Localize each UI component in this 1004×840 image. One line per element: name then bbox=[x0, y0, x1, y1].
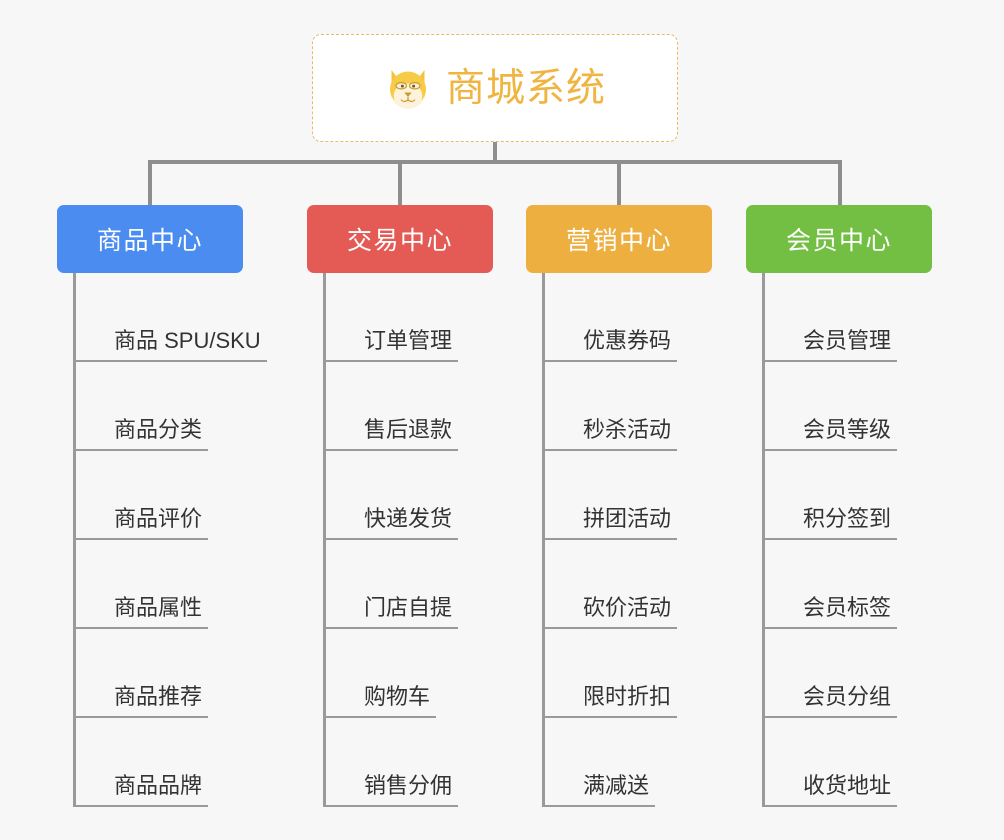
leaf-label: 会员管理 bbox=[765, 328, 898, 362]
leaf-item[interactable]: 秒杀活动 bbox=[545, 362, 678, 451]
leaf-item[interactable]: 会员管理 bbox=[765, 273, 898, 362]
category-header-2[interactable]: 营销中心 bbox=[526, 205, 712, 273]
leaf-item[interactable]: 会员分组 bbox=[765, 629, 898, 718]
leaf-label: 秒杀活动 bbox=[545, 417, 678, 451]
leaf-item[interactable]: 门店自提 bbox=[326, 540, 459, 629]
leaf-item[interactable]: 积分签到 bbox=[765, 451, 898, 540]
leaf-item[interactable]: 商品推荐 bbox=[76, 629, 209, 718]
leaf-label: 购物车 bbox=[326, 684, 437, 718]
leaf-item[interactable]: 商品分类 bbox=[76, 362, 209, 451]
connector-drop-4 bbox=[838, 160, 842, 205]
leaf-label: 会员分组 bbox=[765, 684, 898, 718]
leaf-item[interactable]: 销售分佣 bbox=[326, 718, 459, 807]
leaf-item[interactable]: 限时折扣 bbox=[545, 629, 678, 718]
connector-root-stem bbox=[493, 142, 497, 164]
connector-drop-3 bbox=[617, 160, 621, 205]
leaf-spine bbox=[542, 273, 545, 807]
category-header-1[interactable]: 交易中心 bbox=[307, 205, 493, 273]
leaf-label: 订单管理 bbox=[326, 328, 459, 362]
leaf-label: 门店自提 bbox=[326, 595, 459, 629]
category-header-3[interactable]: 会员中心 bbox=[746, 205, 932, 273]
leaf-label: 商品属性 bbox=[76, 595, 209, 629]
category-label: 交易中心 bbox=[346, 227, 453, 255]
leaf-label: 商品分类 bbox=[76, 417, 209, 451]
leaf-label: 商品 SPU/SKU bbox=[76, 328, 267, 362]
leaf-label: 优惠券码 bbox=[545, 328, 678, 362]
leaf-item[interactable]: 售后退款 bbox=[326, 362, 459, 451]
leaf-label: 积分签到 bbox=[765, 506, 898, 540]
leaf-item[interactable]: 会员标签 bbox=[765, 540, 898, 629]
leaf-label: 商品品牌 bbox=[76, 773, 209, 807]
leaf-label: 收货地址 bbox=[765, 773, 898, 807]
leaf-label: 商品评价 bbox=[76, 506, 209, 540]
category-label: 营销中心 bbox=[565, 227, 672, 255]
root-node[interactable]: 商城系统 bbox=[312, 34, 678, 142]
leaf-item[interactable]: 快递发货 bbox=[326, 451, 459, 540]
leaf-spine bbox=[762, 273, 765, 807]
leaf-item[interactable]: 商品属性 bbox=[76, 540, 209, 629]
leaf-label: 销售分佣 bbox=[326, 773, 459, 807]
leaf-label: 会员等级 bbox=[765, 417, 898, 451]
leaf-label: 会员标签 bbox=[765, 595, 898, 629]
leaf-item[interactable]: 优惠券码 bbox=[545, 273, 678, 362]
leaf-label: 售后退款 bbox=[326, 417, 459, 451]
leaf-item[interactable]: 收货地址 bbox=[765, 718, 898, 807]
connector-drop-2 bbox=[398, 160, 402, 205]
leaf-item[interactable]: 商品 SPU/SKU bbox=[76, 273, 267, 362]
category-label: 商品中心 bbox=[96, 227, 203, 255]
leaf-item[interactable]: 商品品牌 bbox=[76, 718, 209, 807]
leaf-spine bbox=[323, 273, 326, 807]
root-title: 商城系统 bbox=[445, 66, 606, 110]
leaf-item[interactable]: 拼团活动 bbox=[545, 451, 678, 540]
leaf-item[interactable]: 购物车 bbox=[326, 629, 437, 718]
shiba-dog-face-icon bbox=[389, 70, 426, 109]
leaf-label: 满减送 bbox=[545, 773, 656, 807]
leaf-label: 限时折扣 bbox=[545, 684, 678, 718]
leaf-spine bbox=[73, 273, 76, 807]
leaf-item[interactable]: 满减送 bbox=[545, 718, 656, 807]
category-label: 会员中心 bbox=[785, 227, 892, 255]
leaf-label: 拼团活动 bbox=[545, 506, 678, 540]
leaf-item[interactable]: 会员等级 bbox=[765, 362, 898, 451]
leaf-item[interactable]: 商品评价 bbox=[76, 451, 209, 540]
leaf-label: 砍价活动 bbox=[545, 595, 678, 629]
leaf-item[interactable]: 砍价活动 bbox=[545, 540, 678, 629]
leaf-item[interactable]: 订单管理 bbox=[326, 273, 459, 362]
connector-drop-1 bbox=[148, 160, 152, 205]
category-header-0[interactable]: 商品中心 bbox=[57, 205, 243, 273]
connector-bus bbox=[148, 160, 842, 164]
leaf-label: 快递发货 bbox=[326, 506, 459, 540]
leaf-label: 商品推荐 bbox=[76, 684, 209, 718]
